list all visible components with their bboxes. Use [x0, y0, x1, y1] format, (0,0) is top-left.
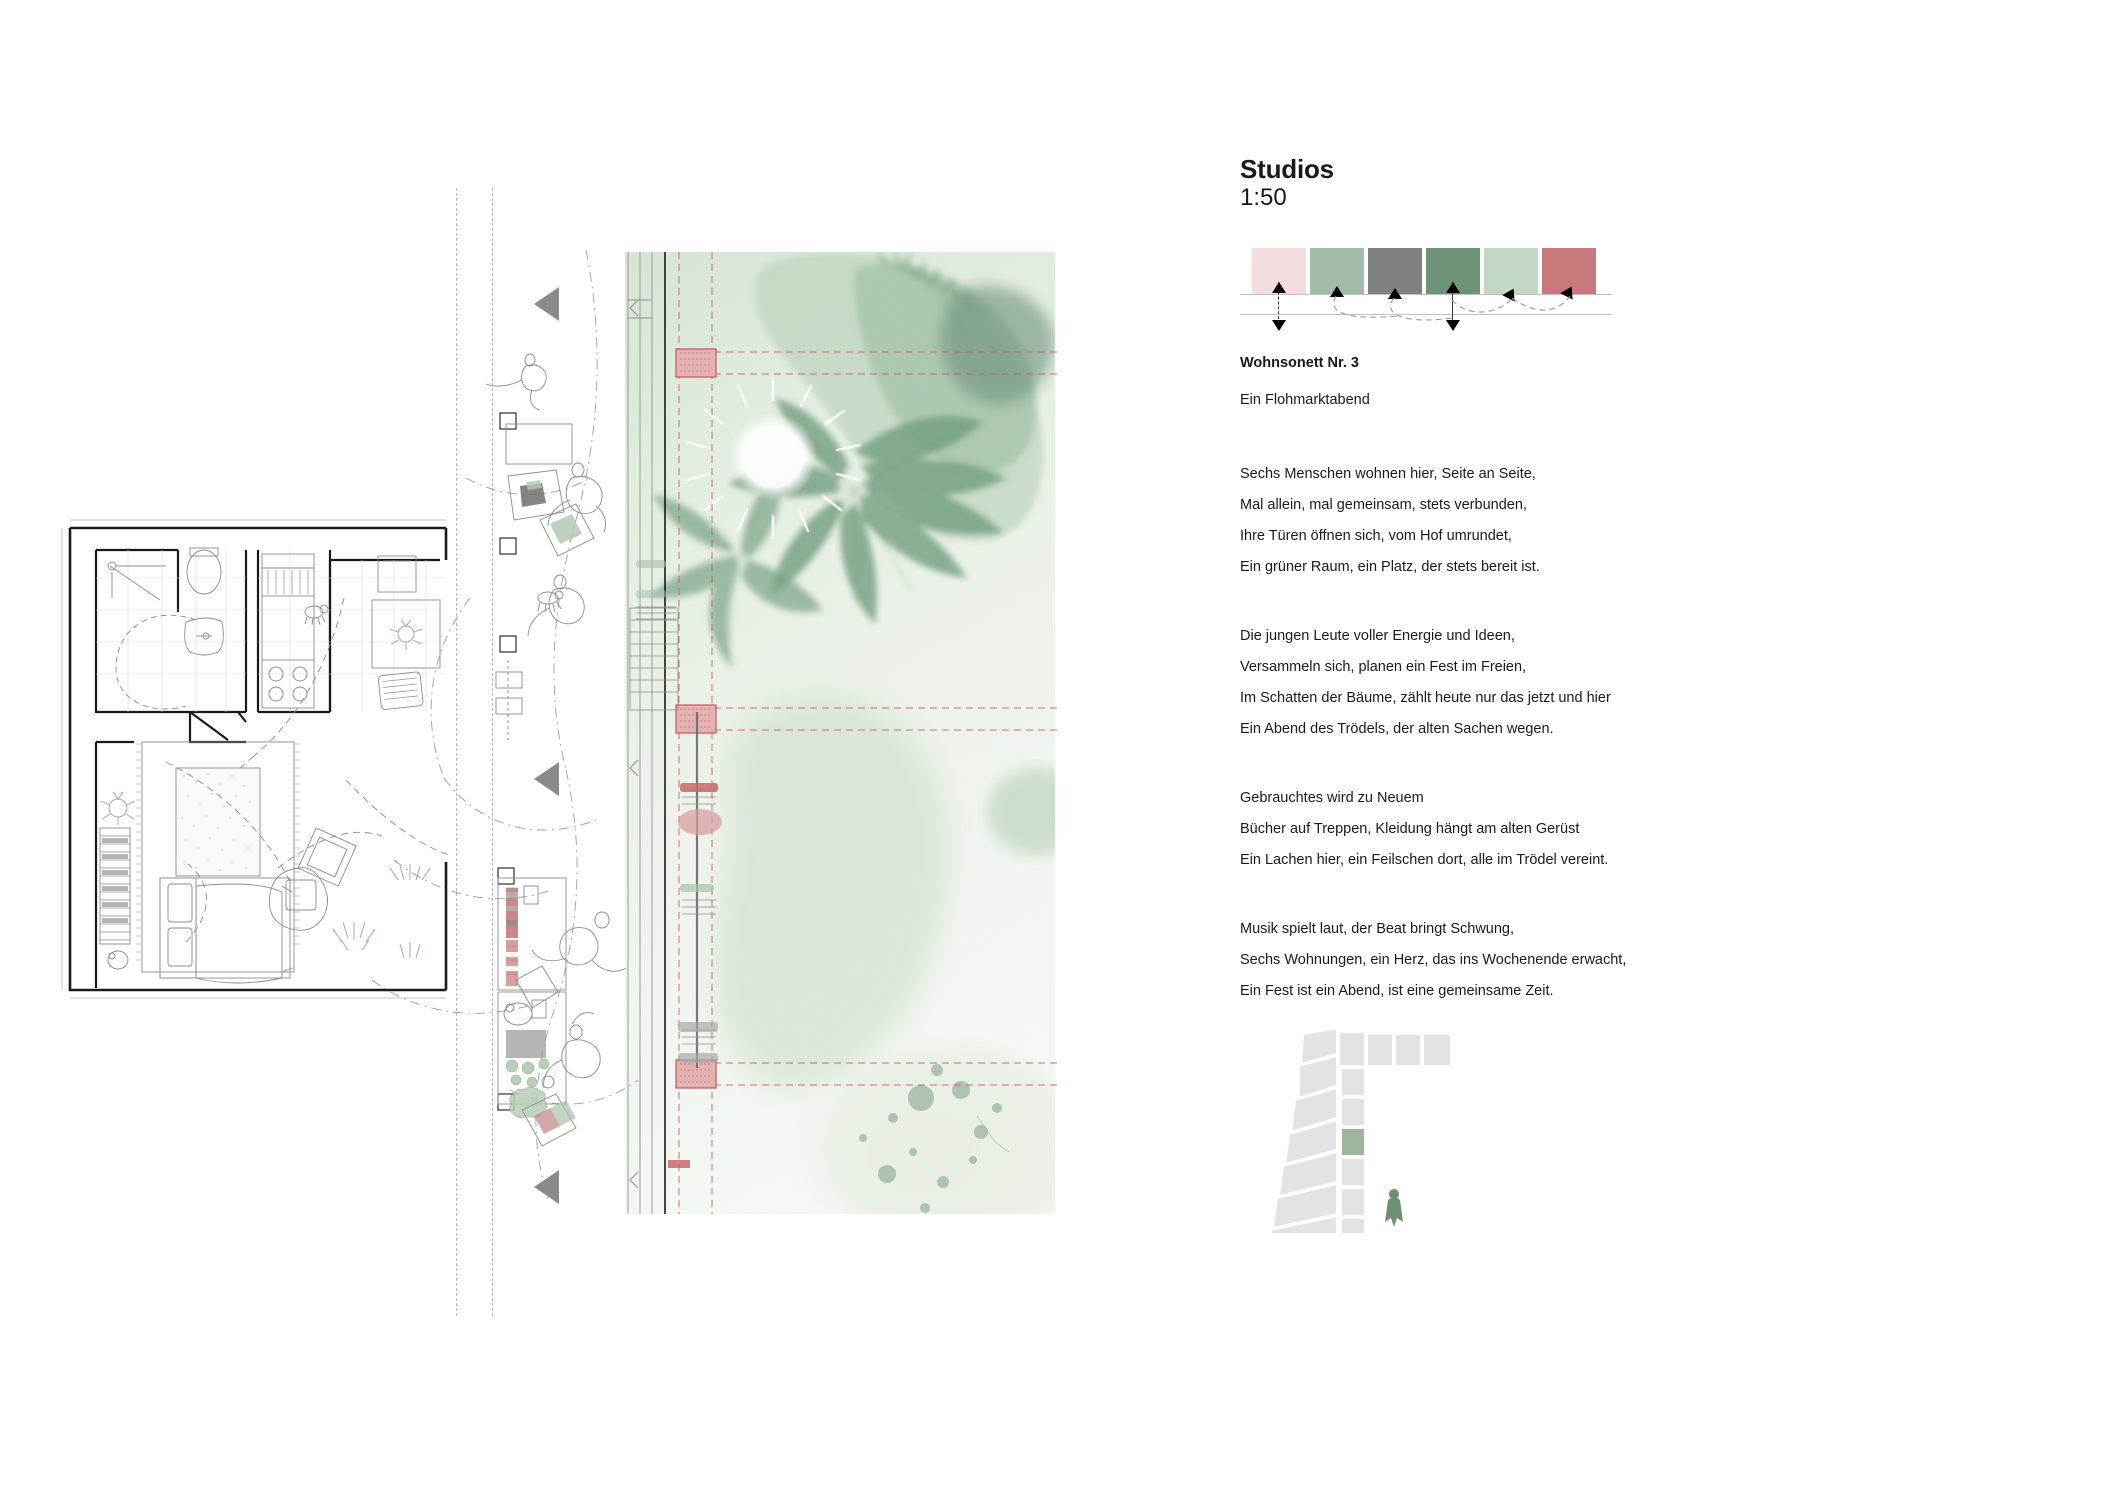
poem-subtitle: Ein Flohmarktabend: [1240, 391, 1370, 408]
poem-stanza-1: Sechs Menschen wohnen hier, Seite an Sei…: [1240, 459, 1780, 583]
poem-line: Ein grüner Raum, ein Platz, der stets be…: [1240, 559, 1540, 575]
arcade-objects: [304, 249, 639, 1201]
section-ground-line-upper: [1240, 294, 1612, 295]
apartment-walls: [68, 526, 448, 992]
apartment-floor-plan: [61, 519, 453, 999]
view-direction-marker-middle: [534, 762, 559, 796]
poem-line: Versammeln sich, planen ein Fest im Frei…: [1240, 659, 1527, 675]
poem-line: Gebrauchtes wird zu Neuem: [1240, 790, 1424, 806]
poem-line: Ihre Türen öffnen sich, vom Hof umrundet…: [1240, 528, 1512, 544]
swatch-red: [1542, 248, 1596, 294]
poem-stanza-2: Die jungen Leute voller Energie und Idee…: [1240, 621, 1780, 745]
site-key-plan: [1255, 1004, 1485, 1235]
swatch-gray: [1368, 248, 1422, 294]
section-flow-arcs: [1333, 295, 1571, 321]
section-arrow-up-3: [1388, 288, 1402, 299]
section-arrow-up-4: [1446, 282, 1460, 293]
site-key-figure-marker: [1385, 1189, 1403, 1227]
section-arrow-down-2: [1446, 320, 1460, 331]
site-key-highlighted-unit: [1340, 1127, 1366, 1157]
plot-boundary-line-left: [456, 188, 457, 1316]
poem-line: Mal allein, mal gemeinsam, stets verbund…: [1240, 497, 1527, 513]
section-ground-line-lower: [1240, 314, 1612, 315]
poem-line: Ein Abend des Trödels, der alten Sachen …: [1240, 721, 1554, 737]
section-program-diagram: [1240, 248, 1640, 331]
architectural-drawing: [61, 188, 1058, 1316]
poem-line: Sechs Wohnungen, ein Herz, das ins Woche…: [1240, 952, 1627, 968]
information-panel: Studios 1:50: [1240, 0, 1860, 1488]
section-connector-left: [1278, 282, 1279, 324]
drawing-scale-label: 1:50: [1240, 184, 1287, 211]
poem-line: Ein Fest ist ein Abend, ist eine gemeins…: [1240, 983, 1554, 999]
poem-line: Sechs Menschen wohnen hier, Seite an Sei…: [1240, 466, 1536, 482]
poem-line: Bücher auf Treppen, Kleidung hängt am al…: [1240, 821, 1580, 837]
poem-stanza-3: Gebrauchtes wird zu Neuem Bücher auf Tre…: [1240, 783, 1780, 876]
facade-arcade-strip: [627, 252, 722, 1214]
poem-line: Musik spielt laut, der Beat bringt Schwu…: [1240, 921, 1515, 937]
section-connector-mid: [1452, 282, 1453, 324]
poem-stanza-4: Musik spielt laut, der Beat bringt Schwu…: [1240, 914, 1780, 1007]
poem-heading: Wohnsonett Nr. 3: [1240, 355, 1359, 371]
section-arrow-up-2: [1330, 286, 1344, 297]
furniture: [96, 547, 453, 984]
poem-line: Im Schatten der Bäume, zählt heute nur d…: [1240, 690, 1611, 706]
view-direction-marker-bottom: [534, 1170, 559, 1204]
view-direction-marker-top: [534, 287, 559, 321]
site-key-svg: [1270, 1026, 1452, 1235]
poem-line: Ein Lachen hier, ein Feilschen dort, all…: [1240, 852, 1609, 868]
section-arrow-up-1: [1272, 282, 1286, 293]
page-title: Studios: [1240, 154, 1334, 184]
poem-block: Wohnsonett Nr. 3 Ein Flohmarktabend Sech…: [1240, 356, 1780, 1045]
plot-boundary-line-right: [492, 188, 493, 1316]
poem-line: Die jungen Leute voller Energie und Idee…: [1240, 628, 1515, 644]
swatch-light-green: [1484, 248, 1538, 294]
section-arrow-down-1: [1272, 320, 1286, 331]
